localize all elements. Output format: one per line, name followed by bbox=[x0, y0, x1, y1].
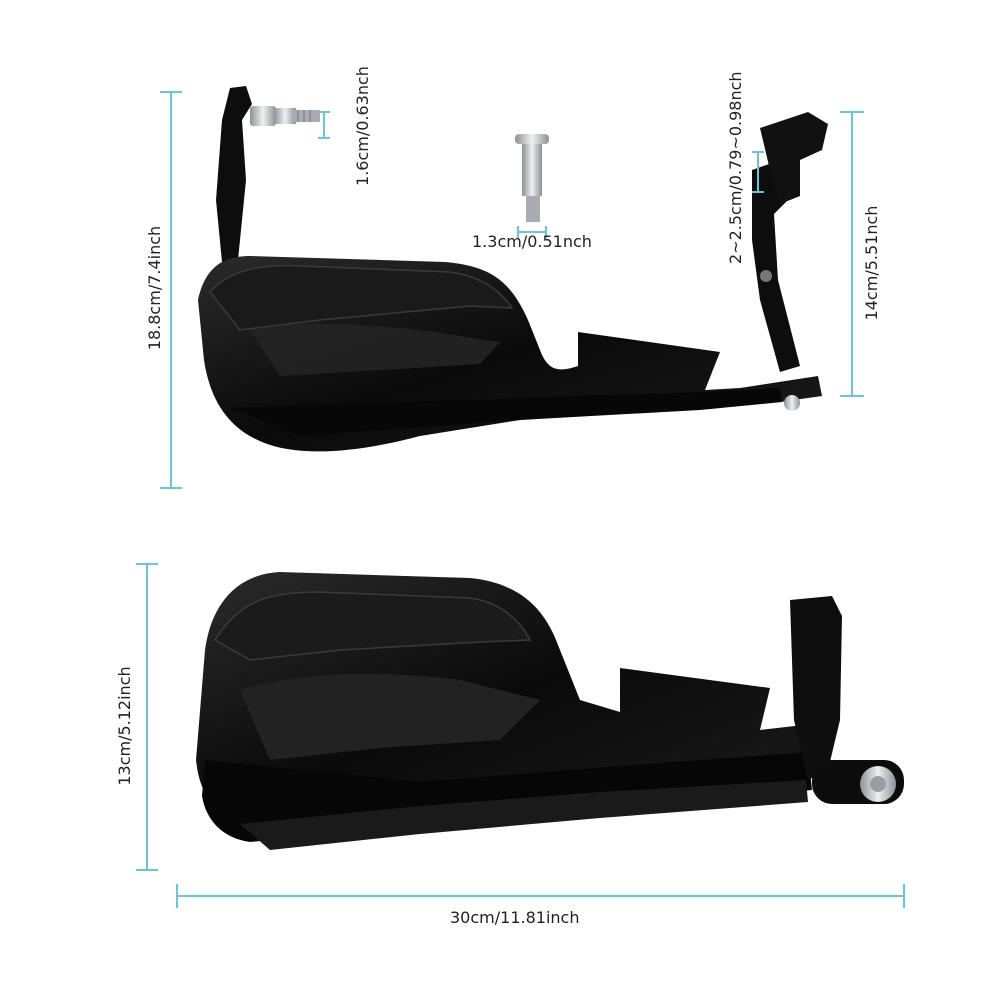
upper-clamp bbox=[760, 112, 828, 204]
upper-height-label: 18.8cm/7.4inch bbox=[145, 225, 164, 351]
upper-handguard bbox=[198, 86, 828, 452]
mount-height-label: 14cm/5.51nch bbox=[862, 205, 881, 321]
small-bolt-label: 1.3cm/0.51nch bbox=[472, 232, 592, 251]
upper-left-arm bbox=[216, 86, 252, 262]
bolt-1 bbox=[250, 106, 320, 126]
upper-ridge bbox=[209, 264, 514, 331]
lower-height-label: 13cm/5.12inch bbox=[115, 666, 134, 786]
bolt-length-label: 1.6cm/0.63nch bbox=[353, 66, 372, 186]
clamp-diameter-label: 2~2.5cm/0.79~0.98nch bbox=[726, 71, 745, 264]
lower-clamp bbox=[790, 596, 842, 780]
upper-mount-arm bbox=[752, 158, 800, 372]
lower-width-label: 30cm/11.81inch bbox=[450, 908, 580, 927]
lower-handguard bbox=[196, 572, 904, 850]
bolt-2 bbox=[515, 134, 549, 222]
dimension-lines bbox=[136, 91, 905, 908]
